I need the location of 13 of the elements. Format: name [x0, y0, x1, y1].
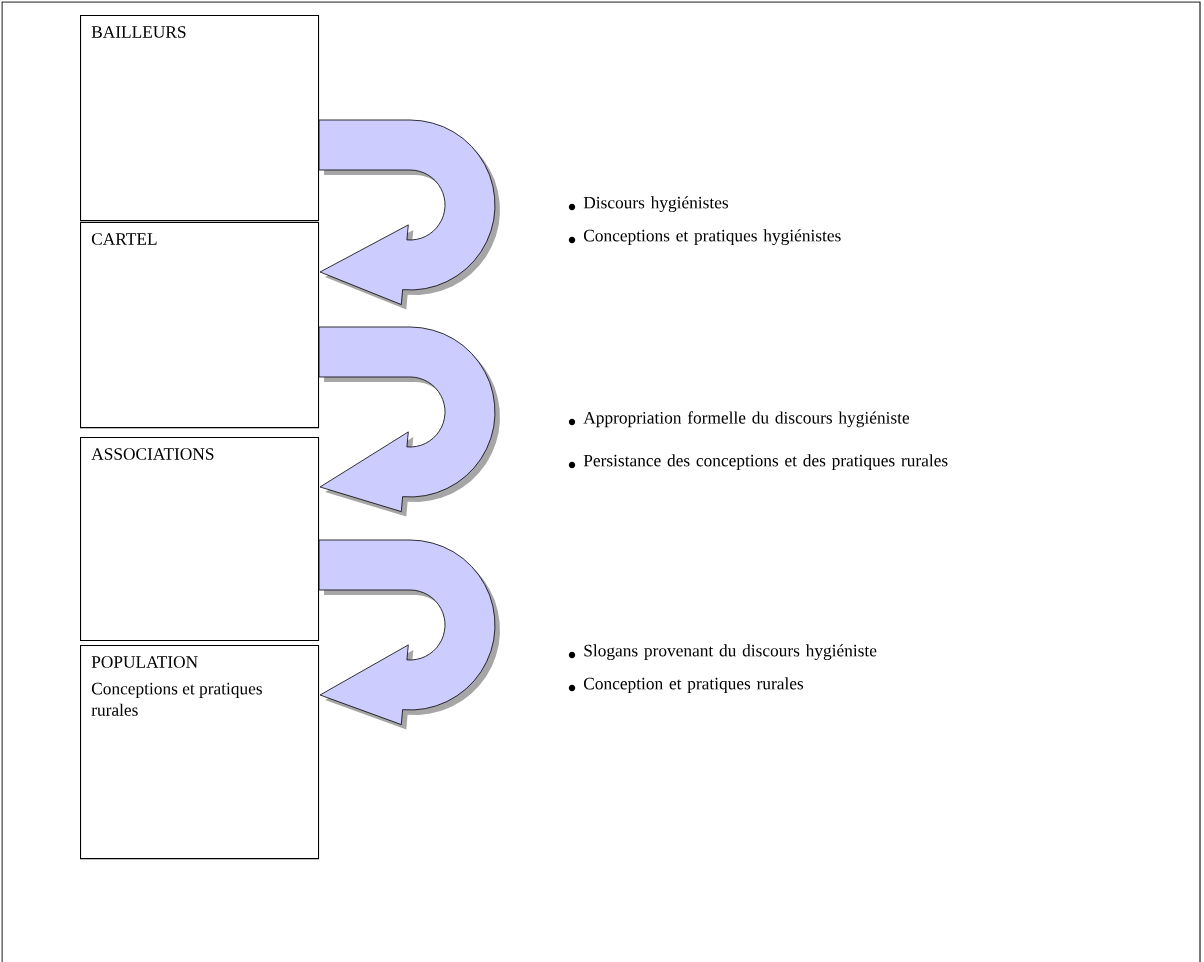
- bullet-text: Conception et pratiques rurales: [584, 677, 804, 693]
- curved-arrow: [318, 119, 500, 310]
- text-box: BAILLEURS: [80, 15, 320, 222]
- bullet-text: Discours hygiénistes: [583, 196, 729, 213]
- bullet-text: Persistance des conceptions et des pratiques rurales: [583, 454, 948, 470]
- text-box: POPULATION Conceptions et pratiques rurales: [80, 645, 320, 860]
- bullet-text: Slogans provenant du discours hygiéniste: [584, 644, 877, 661]
- curved-arrow: [318, 326, 500, 517]
- text-box: CARTEL: [80, 222, 320, 429]
- curved-arrow: [318, 539, 500, 730]
- bullet-text: Appropriation formelle du discours hygiéniste: [583, 411, 910, 428]
- text-box: ASSOCIATIONS: [80, 437, 320, 641]
- bullet-text: Conceptions et pratiques hygiénistes: [584, 229, 841, 246]
